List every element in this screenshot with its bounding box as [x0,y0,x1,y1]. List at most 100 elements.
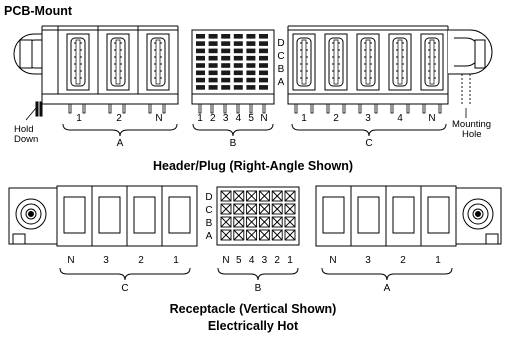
receptacle-signal-contact [220,229,232,241]
header-signal-contact [208,63,218,68]
receptacle-left-end-guide [8,187,58,245]
receptacle-signal-contact [284,229,296,241]
receptacle-c-power-module [161,186,191,246]
header-b-position-label: N [260,113,267,124]
receptacle-c-power-module [91,186,121,246]
header-signal-contact [221,85,231,90]
receptacle-signal-contact [258,203,270,215]
header-a-power-module [106,33,130,91]
mounting-hole [461,74,471,104]
receptacle-brace-c [59,267,191,281]
receptacle-a-power-module [385,186,415,246]
header-signal-contact [259,34,268,39]
header-c-position-label: 3 [365,113,371,124]
receptacle-a-power-module [420,186,450,246]
header-signal-contact [208,85,218,90]
header-pin [406,103,410,114]
receptacle-signal-contact [233,203,245,215]
receptacle-row-label: C [205,205,212,216]
receptacle-row-label: A [206,231,213,242]
receptacle-signal-contact [284,190,296,202]
header-pin [148,103,152,114]
header-row-label: C [277,51,284,62]
receptacle-c-position-label: 3 [103,255,109,266]
header-signal-contact [208,34,218,39]
receptacle-row-label: D [205,192,212,203]
receptacle-caption-line1: Receptacle (Vertical Shown) [170,302,337,316]
header-signal-contact [221,63,231,68]
receptacle-a-position-label: 2 [400,255,406,266]
header-group-c-modules [292,33,444,91]
receptacle-a-position-label: 3 [365,255,371,266]
header-signal-contact [246,48,256,54]
header-group-b-contacts [196,34,268,90]
receptacle-c-position-label: 2 [138,255,144,266]
header-signal-contact [246,70,256,76]
header-signal-contact [259,63,268,68]
header-c-power-module [324,33,348,91]
receptacle-group-c-label: C [121,283,128,294]
receptacle-c-position-label: 1 [173,255,179,266]
receptacle-signal-contact [246,190,258,202]
header-b-position-label: 2 [210,113,216,124]
receptacle-signal-contact [271,229,283,241]
header-group-a-modules [66,33,170,91]
header-b-position-label: 3 [223,113,229,124]
header-a-power-module [146,33,170,91]
header-signal-contact [233,41,243,46]
header-signal-contact [196,77,205,83]
receptacle-signal-contact [258,216,270,228]
receptacle-b-position-label: 4 [249,255,255,266]
receptacle-signal-contact [233,216,245,228]
receptacle-signal-contact [220,190,232,202]
header-pin [82,103,86,114]
receptacle-signal-contact [233,190,245,202]
header-pin [390,103,394,114]
header-pin [422,103,426,114]
header-signal-contact [208,41,218,46]
header-b-position-label: 1 [197,113,203,124]
header-pins [68,103,442,114]
header-brace-a [62,123,178,137]
header-signal-contact [246,63,256,68]
header-c-power-module [420,33,444,91]
header-signal-contact [246,85,256,90]
header-signal-contact [246,77,256,83]
header-c-power-module [292,33,316,91]
header-c-power-module [356,33,380,91]
receptacle-signal-contact [220,203,232,215]
receptacle-brace-b [217,267,299,281]
header-signal-contact [221,41,231,46]
header-pin [438,103,442,114]
receptacle-signal-contact [220,216,232,228]
header-group-a-label: A [117,138,124,149]
header-pin [223,103,227,114]
header-signal-contact [259,41,268,46]
header-row-label: D [277,38,284,49]
header-signal-contact [196,41,205,46]
header-b-position-label: 4 [236,113,242,124]
header-signal-contact [221,77,231,83]
receptacle-signal-contact [246,229,258,241]
header-c-power-module [388,33,412,91]
header-pin [342,103,346,114]
receptacle-c-power-module [56,186,86,246]
header-signal-contact [246,41,256,46]
header-c-position-label: 1 [301,113,307,124]
header-brace-b [192,123,274,137]
header-signal-contact [221,34,231,39]
header-brace-c [291,123,447,137]
header-plug-caption: Header/Plug (Right-Angle Shown) [153,159,353,173]
header-pin [198,103,202,114]
receptacle-signal-contact [271,203,283,215]
receptacle-b-position-label: 5 [236,255,242,266]
header-c-position-label: 4 [397,113,403,124]
receptacle-caption-line2: Electrically Hot [208,319,299,333]
header-signal-contact [208,70,218,76]
receptacle-a-position-label: 1 [435,255,441,266]
header-signal-contact [259,70,268,76]
